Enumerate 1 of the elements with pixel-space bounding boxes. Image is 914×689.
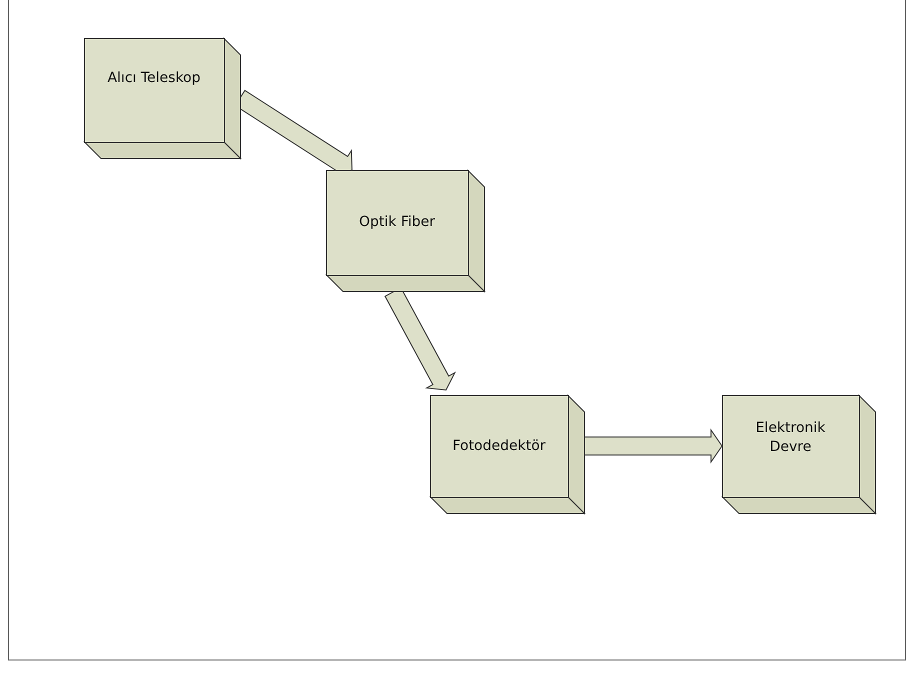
block-arrow xyxy=(584,428,723,464)
